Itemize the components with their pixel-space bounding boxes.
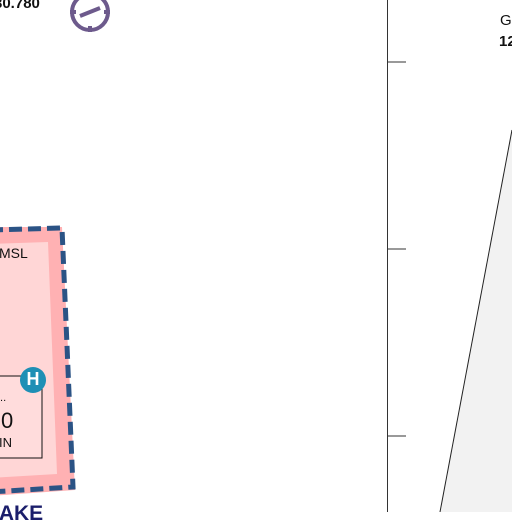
panel-label-g: G — [500, 13, 512, 28]
heliport-symbol-letter: H — [25, 370, 41, 388]
info-box-line-2: ... — [0, 393, 6, 404]
info-box-value: 0 — [1, 410, 13, 432]
airspace-floor-label: MSL — [0, 246, 28, 260]
navaid-compass-icon — [70, 0, 110, 32]
chart-map — [0, 0, 512, 512]
panel-label-12: 12 — [499, 34, 512, 49]
lake-label: LAKE — [0, 503, 43, 524]
coordinate-label: 30.780 — [0, 0, 40, 11]
info-box-unit: IN — [0, 436, 12, 449]
